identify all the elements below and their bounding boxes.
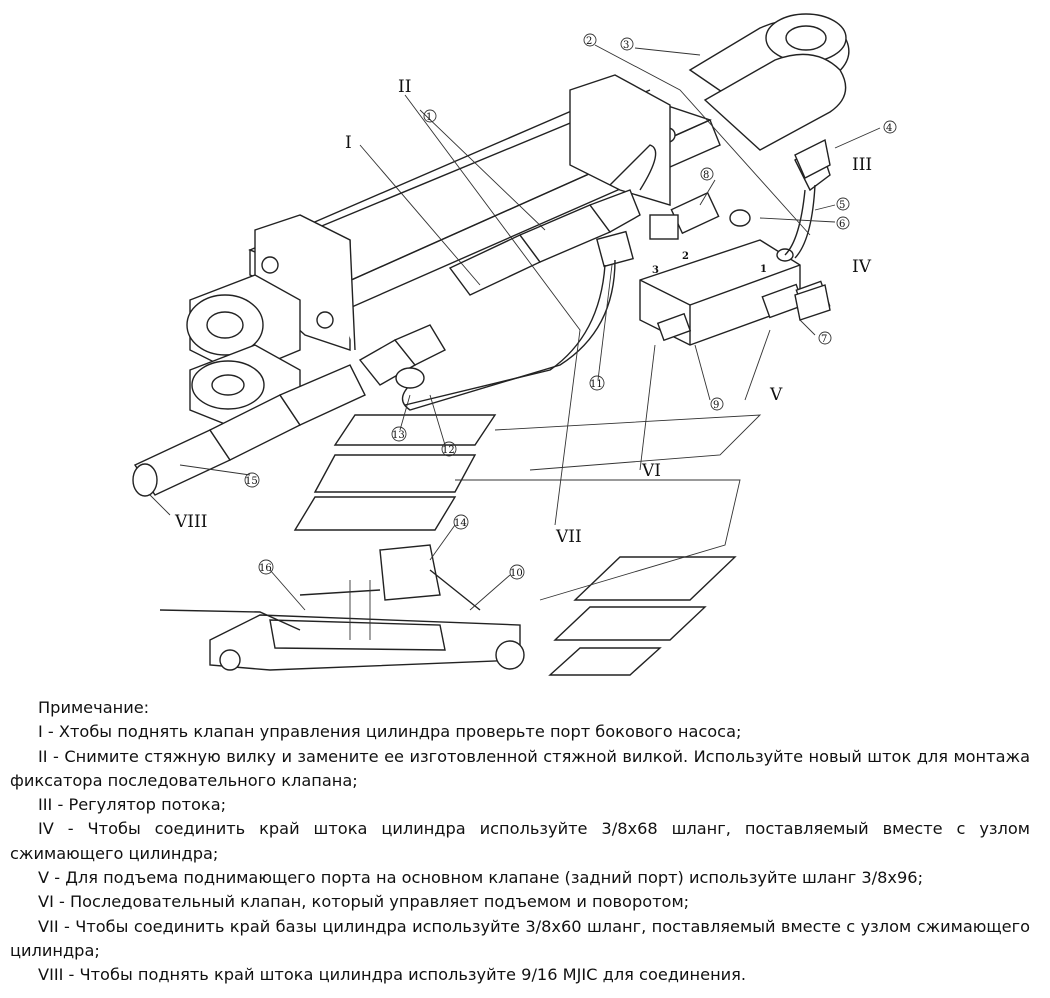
note-item: II - Снимите стяжную вилку и замените ее… [10, 746, 1030, 790]
part-number-14: 14 [453, 514, 469, 530]
hose-fittings [132, 138, 831, 497]
part-number-2: 2 [583, 33, 597, 47]
note-item: VII - Чтобы соединить край базы цилиндра… [10, 916, 1030, 960]
valve-port-labels: 1 2 3 [652, 251, 767, 276]
svg-text:1: 1 [426, 112, 432, 123]
part-number-1: 1 [423, 109, 437, 123]
part-number-3: 3 [620, 37, 634, 51]
svg-text:13: 13 [392, 430, 405, 441]
note-item: VIII - Чтобы поднять край штока цилиндра… [38, 965, 747, 985]
note-item: VI - Последовательный клапан, который уп… [38, 892, 690, 912]
part-number-5: 5 [836, 197, 850, 211]
label-III: III [852, 155, 872, 175]
note-item: III - Регулятор потока; [38, 795, 227, 815]
svg-text:8: 8 [703, 170, 709, 181]
svg-text:14: 14 [454, 518, 467, 529]
notes-title: Примечание: [38, 698, 150, 717]
hydraulic-assembly-diagram: I II III IV V VI VII VIII 1 2 3 4 5 6 7 … [132, 13, 897, 676]
lower-assembly [159, 544, 525, 671]
svg-text:12: 12 [442, 445, 455, 456]
label-V: V [769, 385, 783, 405]
note-panels [293, 414, 762, 676]
part-number-15: 15 [244, 472, 260, 488]
note-item: I - Хтобы поднять клапан управления цили… [38, 722, 742, 742]
port-label-3: 3 [652, 265, 659, 276]
port-label-1: 1 [760, 264, 767, 275]
label-VII: VII [555, 527, 582, 547]
svg-text:2: 2 [586, 36, 592, 47]
svg-text:3: 3 [623, 40, 629, 51]
part-number-8: 8 [700, 167, 714, 181]
main-cylinder [186, 13, 850, 431]
svg-text:11: 11 [590, 379, 603, 390]
svg-text:16: 16 [259, 563, 272, 574]
svg-text:10: 10 [510, 568, 523, 579]
part-number-11: 11 [589, 375, 605, 391]
svg-text:9: 9 [713, 400, 719, 411]
part-numbers: 1 2 3 4 5 6 7 8 9 10 11 12 13 14 15 16 [244, 33, 897, 580]
part-number-7: 7 [818, 331, 832, 345]
svg-text:4: 4 [886, 123, 892, 134]
notes-section: Примечание: I - Хтобы поднять клапан упр… [10, 696, 1030, 988]
svg-text:7: 7 [821, 334, 827, 345]
leader-lines [149, 44, 881, 611]
note-item: IV - Чтобы соединить край штока цилиндра… [10, 819, 1030, 863]
part-number-10: 10 [509, 564, 525, 580]
label-I: I [345, 133, 352, 153]
roman-labels: I II III IV V VI VII VIII [174, 77, 872, 547]
label-IV: IV [852, 257, 872, 277]
svg-text:15: 15 [245, 476, 258, 487]
svg-text:6: 6 [839, 219, 845, 230]
port-label-2: 2 [682, 251, 689, 262]
hoses [401, 144, 816, 411]
label-II: II [398, 77, 411, 97]
part-number-4: 4 [883, 120, 897, 134]
svg-text:5: 5 [839, 200, 845, 211]
part-number-13: 13 [391, 426, 407, 442]
part-number-6: 6 [836, 216, 850, 230]
part-number-12: 12 [441, 441, 457, 457]
part-number-9: 9 [710, 397, 724, 411]
label-VI: VI [641, 461, 661, 481]
label-VIII: VIII [174, 512, 207, 532]
note-item: V - Для подъема поднимающего порта на ос… [38, 868, 924, 888]
part-number-16: 16 [258, 559, 274, 575]
